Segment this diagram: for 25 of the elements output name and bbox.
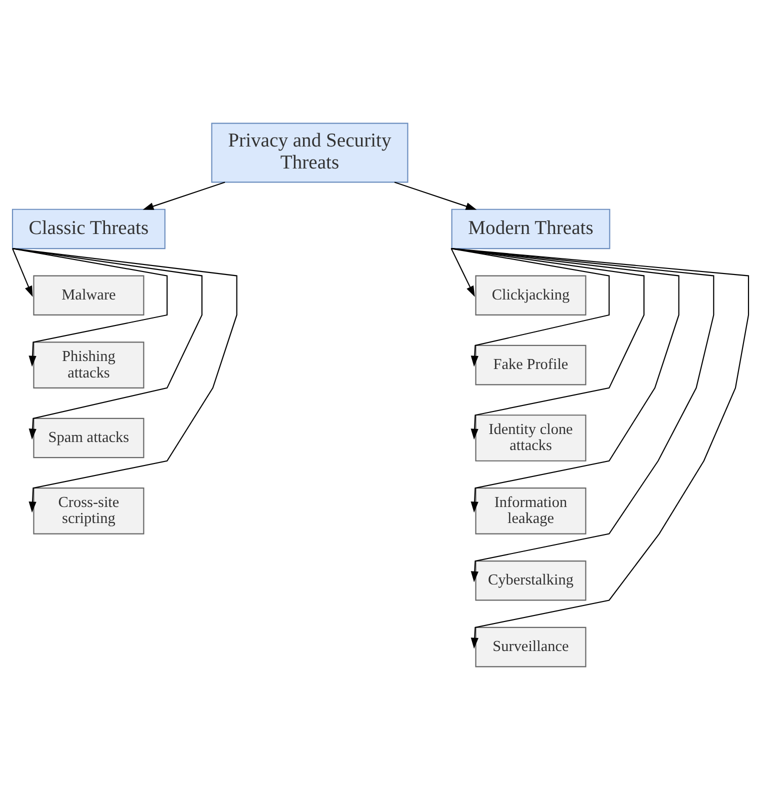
node-box: Clickjacking <box>475 274 586 316</box>
arrow <box>12 248 202 440</box>
node-box: Spam attacks <box>33 417 144 458</box>
arrow <box>451 248 645 440</box>
node-box: Fake Profile <box>475 344 586 385</box>
arrow <box>450 248 475 296</box>
node-box: Information leakage <box>475 487 586 534</box>
node-box: Modern Threats <box>451 208 610 249</box>
node-box: Malware <box>33 274 144 316</box>
arrow <box>451 248 610 366</box>
node-box: Cyberstalking <box>475 560 586 600</box>
arrow <box>394 181 477 210</box>
arrow <box>451 248 750 648</box>
node-box: Cross-site scripting <box>33 487 144 534</box>
arrow <box>142 181 226 210</box>
arrow <box>12 248 238 512</box>
arrow <box>451 248 714 582</box>
arrow <box>451 248 680 512</box>
node-box: Phishing attacks <box>33 341 144 388</box>
arrow <box>12 248 33 296</box>
node-box: Privacy and Security Threats <box>211 122 408 182</box>
node-box: Identity clone attacks <box>475 414 586 461</box>
node-box: Classic Threats <box>12 208 166 249</box>
arrow <box>12 248 168 366</box>
node-box: Surveillance <box>475 626 586 667</box>
